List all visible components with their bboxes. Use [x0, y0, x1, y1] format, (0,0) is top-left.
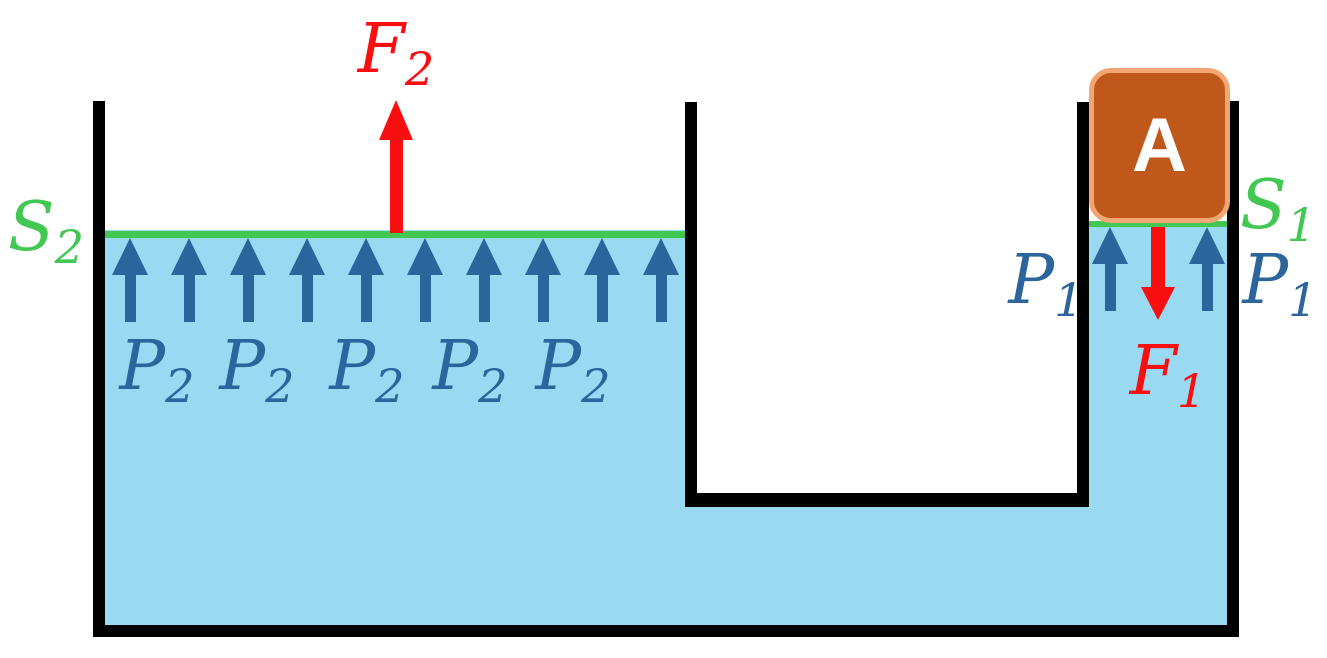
- wall-outer-right: [1227, 101, 1239, 637]
- arrow-shaft: [389, 140, 403, 233]
- wall-island-left: [685, 102, 697, 507]
- pressure-arrow-up: [230, 238, 266, 322]
- pressure-arrow-up: [525, 238, 561, 322]
- arrow-shaft: [478, 275, 490, 322]
- pressure-arrow-up: [112, 238, 148, 322]
- pressure-arrow-up-small: [1189, 227, 1225, 311]
- arrow-head: [230, 238, 266, 275]
- arrow-shaft: [301, 275, 313, 322]
- arrow-shaft: [183, 275, 195, 322]
- arrow-head: [1189, 227, 1225, 264]
- arrow-head: [1141, 287, 1175, 320]
- arrow-head: [171, 238, 207, 275]
- arrow-shaft: [537, 275, 549, 322]
- arrow-head: [584, 238, 620, 275]
- pressure-arrow-up: [348, 238, 384, 322]
- pressure-arrow-up: [171, 238, 207, 322]
- wall-outer-left: [93, 101, 105, 637]
- pressure-arrow-up: [643, 238, 679, 322]
- arrow-shaft: [419, 275, 431, 322]
- arrow-shaft: [1151, 227, 1165, 287]
- arrow-shaft: [596, 275, 608, 322]
- force-arrow-f1: [1141, 227, 1175, 320]
- label-p2: P2: [219, 326, 295, 413]
- arrow-shaft: [1201, 264, 1213, 311]
- wall-outer-bottom: [93, 625, 1239, 637]
- arrow-head: [112, 238, 148, 275]
- label-s1: S1: [1239, 165, 1317, 252]
- label-p2: P2: [119, 326, 195, 413]
- arrow-head: [348, 238, 384, 275]
- label-p2: P2: [329, 326, 405, 413]
- arrow-shaft: [1104, 264, 1116, 311]
- arrow-shaft: [124, 275, 136, 322]
- pressure-arrow-up: [289, 238, 325, 322]
- label-s2: S2: [7, 187, 85, 274]
- arrow-head: [407, 238, 443, 275]
- force-arrow-f2: [379, 100, 413, 233]
- arrow-shaft: [360, 275, 372, 322]
- pressure-arrow-up: [584, 238, 620, 322]
- arrow-shaft: [242, 275, 254, 322]
- pressure-arrow-up: [466, 238, 502, 322]
- arrow-head: [525, 238, 561, 275]
- pressure-arrow-up-small: [1092, 227, 1128, 311]
- label-p2: P2: [535, 326, 611, 413]
- pressure-arrow-up: [407, 238, 443, 322]
- piston-block-label: A: [1132, 102, 1187, 188]
- label-f1: F1: [1129, 331, 1207, 418]
- arrow-head: [379, 100, 413, 140]
- label-p1-right: P1: [1242, 240, 1318, 327]
- arrow-head: [466, 238, 502, 275]
- arrow-head: [289, 238, 325, 275]
- surface-line-s2: [105, 231, 685, 238]
- label-f2: F2: [357, 9, 435, 96]
- piston-block-a: A: [1089, 68, 1230, 223]
- surface-line-s1: [1088, 221, 1227, 227]
- arrow-head: [643, 238, 679, 275]
- arrow-shaft: [655, 275, 667, 322]
- label-p1-left: P1: [1008, 240, 1084, 327]
- wall-island-bottom: [685, 493, 1089, 507]
- wall-island-right: [1077, 102, 1089, 507]
- label-p2: P2: [432, 326, 508, 413]
- arrow-head: [1092, 227, 1128, 264]
